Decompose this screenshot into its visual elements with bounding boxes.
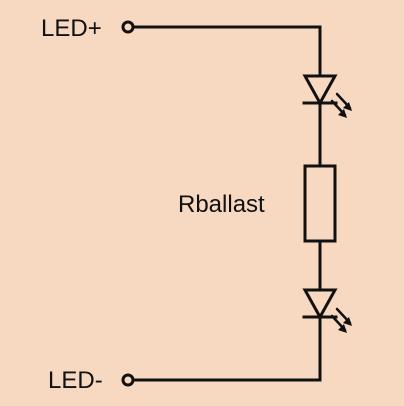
bottom-wire (132, 315, 322, 382)
top-wire (132, 25, 322, 78)
top-terminal-label: LED+ (41, 15, 102, 42)
resistor-label: Rballast (178, 191, 265, 218)
bottom-terminal-icon (121, 373, 135, 387)
lower-led-triangle (302, 288, 338, 321)
bottom-terminal-label: LED- (48, 367, 103, 394)
upper-led-emission-arrowhead-1 (343, 102, 352, 111)
lower-led-emission-arrowhead-1 (343, 317, 352, 326)
lower-led-emission-arrowhead-2 (338, 324, 347, 333)
lower-led-icon (302, 288, 352, 333)
upper-led-icon (302, 74, 352, 118)
upper-led-triangle (302, 74, 338, 107)
top-terminal-icon (121, 20, 135, 34)
resistor-icon (303, 164, 337, 243)
upper-led-emission-arrowhead-2 (338, 109, 347, 118)
